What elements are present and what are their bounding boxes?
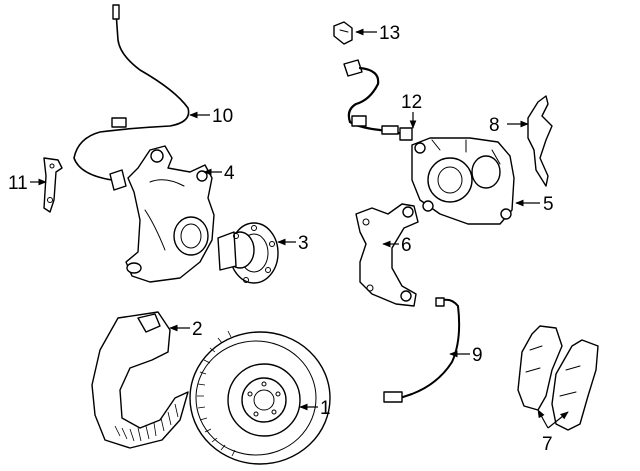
callout-3: 3 bbox=[277, 233, 309, 254]
brake-hose bbox=[343, 59, 413, 141]
callout-12: 12 bbox=[401, 92, 422, 129]
pad-wear-sensor bbox=[383, 297, 461, 403]
callout-1: 1 bbox=[299, 398, 331, 419]
callout-4: 4 bbox=[203, 163, 235, 184]
caliper-carrier bbox=[355, 203, 419, 307]
callout-number: 10 bbox=[212, 106, 233, 127]
callout-number: 13 bbox=[379, 23, 400, 44]
steering-knuckle bbox=[125, 145, 215, 283]
retaining-clip bbox=[333, 21, 353, 45]
anti-rattle-spring bbox=[527, 95, 553, 187]
brake-rotor bbox=[189, 330, 331, 465]
callout-13: 13 bbox=[355, 23, 400, 44]
callout-10: 10 bbox=[189, 106, 233, 127]
callout-6: 6 bbox=[382, 235, 412, 256]
callout-number: 3 bbox=[298, 233, 309, 254]
callout-number: 5 bbox=[543, 194, 554, 215]
brake-caliper bbox=[411, 137, 515, 225]
callout-number: 8 bbox=[489, 115, 500, 136]
callout-7: 7 bbox=[537, 409, 569, 455]
callout-2: 2 bbox=[169, 319, 203, 340]
sensor-bracket bbox=[43, 157, 63, 213]
callout-5: 5 bbox=[515, 194, 554, 215]
dust-shield bbox=[91, 311, 189, 449]
callout-number: 2 bbox=[192, 319, 203, 340]
callout-number: 11 bbox=[8, 173, 28, 194]
callout-8: 8 bbox=[489, 115, 529, 136]
callout-number: 6 bbox=[401, 235, 412, 256]
callout-11: 11 bbox=[8, 173, 47, 194]
callout-number: 9 bbox=[472, 345, 483, 366]
wheel-hub bbox=[217, 222, 279, 284]
callout-9: 9 bbox=[449, 345, 483, 366]
callout-number: 4 bbox=[224, 163, 235, 184]
abs-sensor-wire bbox=[73, 4, 190, 191]
callout-number: 12 bbox=[401, 92, 422, 113]
callout-number: 7 bbox=[542, 434, 553, 455]
brake-pads bbox=[517, 325, 599, 431]
callout-number: 1 bbox=[320, 398, 331, 419]
